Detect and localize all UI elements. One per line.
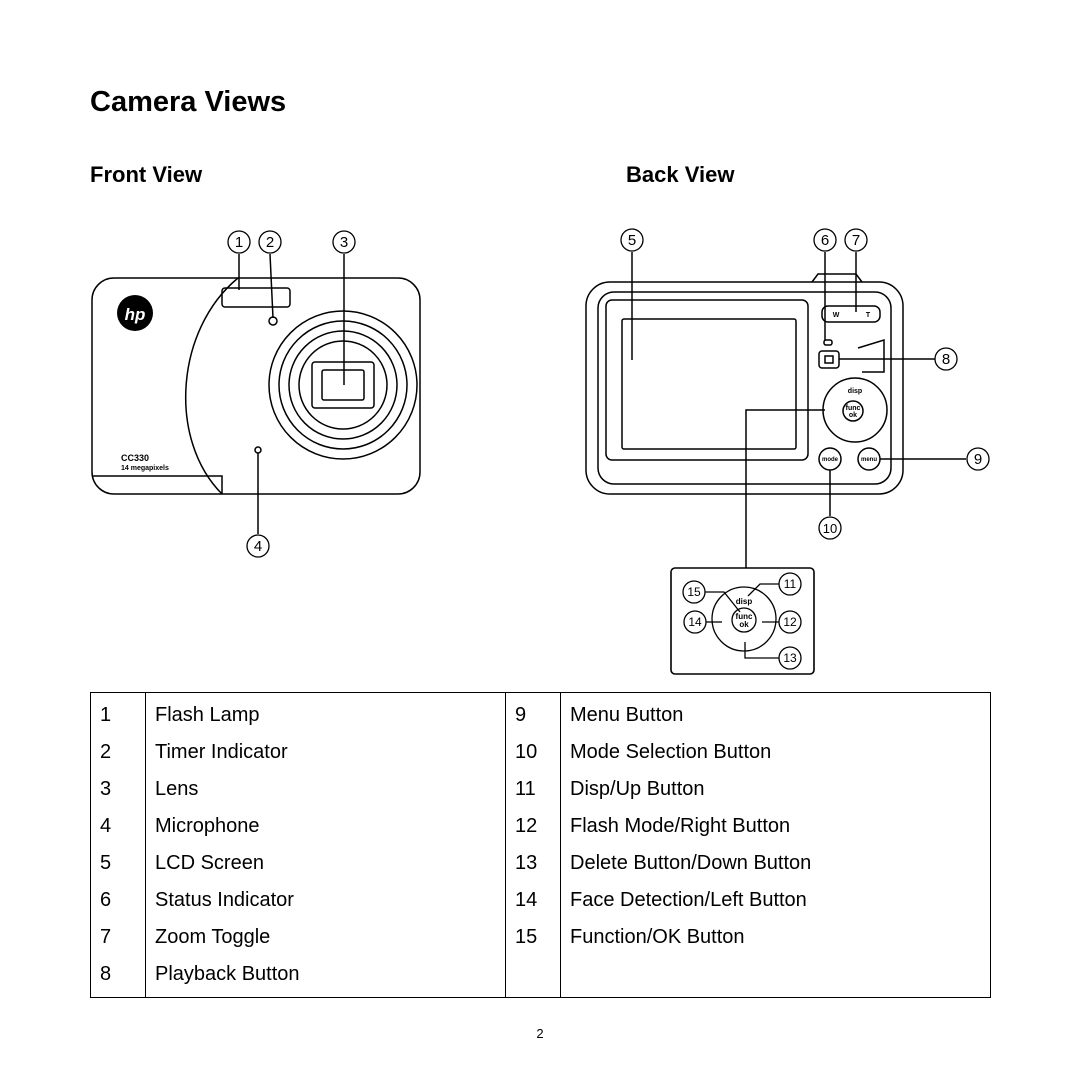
legend-number: 4 — [90, 808, 146, 845]
callout-3: 3 — [340, 234, 348, 251]
callout-9: 9 — [974, 451, 982, 468]
callout-13: 13 — [783, 651, 797, 665]
legend-number: 5 — [90, 845, 146, 882]
legend-label: Flash Lamp — [145, 692, 506, 734]
back-view-heading: Back View — [626, 162, 735, 187]
zoom-w-label: W — [833, 312, 840, 319]
model-label: CC330 — [121, 453, 149, 463]
legend-number: 6 — [90, 882, 146, 919]
hp-logo-text: hp — [125, 305, 146, 324]
legend-label: LCD Screen — [145, 845, 506, 882]
legend-label: Face Detection/Left Button — [570, 889, 807, 911]
callout-4: 4 — [254, 538, 262, 555]
legend-number: 2 — [90, 734, 146, 771]
zoom-t-label: T — [866, 312, 871, 319]
hp-logo — [117, 295, 153, 331]
legend-number — [505, 956, 561, 998]
ok-button[interactable]: ok — [849, 412, 857, 419]
front-view-heading: Front View — [90, 162, 203, 187]
callout-15: 15 — [687, 585, 701, 599]
callout-7: 7 — [852, 232, 860, 249]
page-number: 2 — [536, 1026, 544, 1041]
legend-label: Playback Button — [145, 956, 506, 998]
legend-number: 9 — [505, 692, 561, 734]
legend-number: 3 — [90, 771, 146, 808]
legend-number: 15 — [505, 919, 561, 956]
legend-label: Menu Button — [570, 704, 684, 726]
legend-number: 10 — [505, 734, 561, 771]
legend-label: Status Indicator — [145, 882, 506, 919]
detail-func-button[interactable]: func — [736, 612, 753, 621]
legend-label: Mode Selection Button — [570, 741, 772, 763]
detail-disp-button[interactable]: disp — [736, 597, 753, 606]
callout-14: 14 — [688, 615, 702, 629]
callout-12: 12 — [783, 615, 797, 629]
menu-button[interactable]: menu — [861, 457, 877, 463]
callout-10: 10 — [823, 521, 837, 536]
detail-ok-button[interactable]: ok — [739, 620, 749, 629]
callout-5: 5 — [628, 232, 636, 249]
callout-8: 8 — [942, 351, 950, 368]
func-button[interactable]: func — [846, 405, 861, 412]
disp-button[interactable]: disp — [848, 388, 862, 395]
legend-label: Timer Indicator — [145, 734, 506, 771]
legend-number: 8 — [90, 956, 146, 998]
callout-11: 11 — [784, 577, 797, 591]
megapixels-label: 14 megapixels — [121, 465, 169, 472]
legend-number: 1 — [90, 692, 146, 734]
legend-label: Delete Button/Down Button — [570, 852, 812, 874]
legend-number: 14 — [505, 882, 561, 919]
legend-label: Lens — [145, 771, 506, 808]
legend-label: Flash Mode/Right Button — [570, 815, 791, 837]
mode-button[interactable]: mode — [822, 457, 839, 463]
legend-label: Function/OK Button — [570, 926, 745, 948]
callout-2: 2 — [266, 234, 274, 251]
legend-number: 7 — [90, 919, 146, 956]
legend-label — [561, 956, 991, 998]
legend-label: Microphone — [145, 808, 506, 845]
page-title: Camera Views — [90, 86, 287, 118]
legend-number: 11 — [505, 771, 561, 808]
legend-number: 13 — [505, 845, 561, 882]
legend-number: 12 — [505, 808, 561, 845]
legend-label: Zoom Toggle — [145, 919, 506, 956]
callout-6: 6 — [821, 232, 829, 249]
legend-label: Disp/Up Button — [570, 778, 705, 800]
callout-1: 1 — [235, 234, 243, 251]
